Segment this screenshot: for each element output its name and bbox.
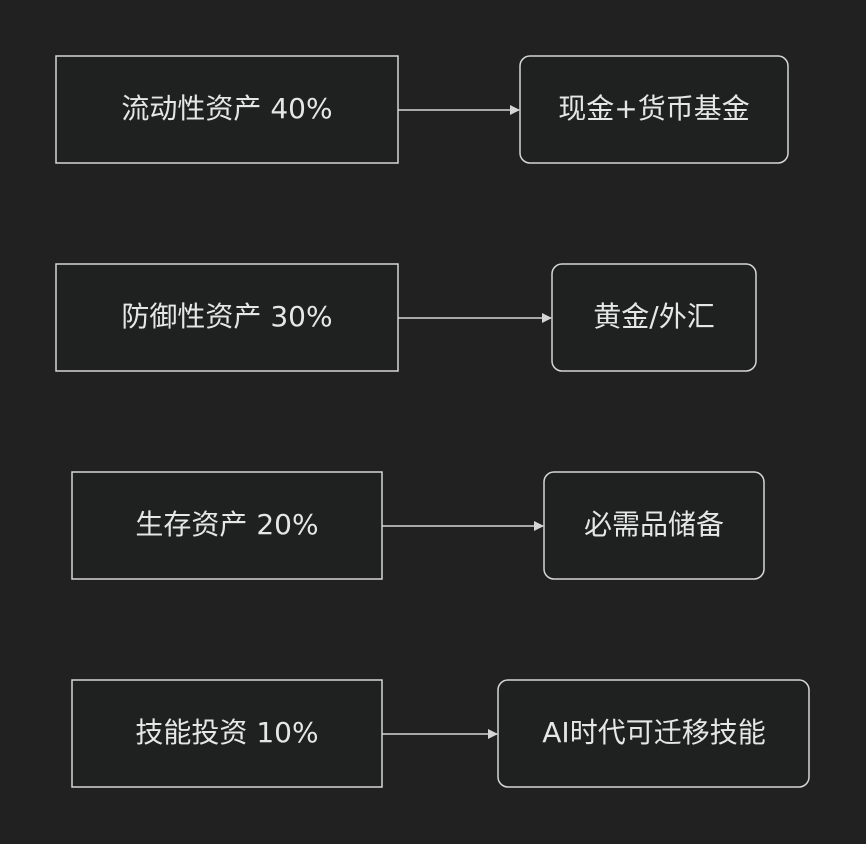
category-label-liquid-assets: 流动性资产 40% [121, 92, 332, 125]
target-label-gold-forex: 黄金/外汇 [593, 300, 714, 333]
category-label-defensive-assets: 防御性资产 30% [121, 300, 332, 333]
target-node-necessities-reserve [543, 471, 765, 580]
row-defensive-assets: 防御性资产 30% 黄金/外汇 [55, 263, 757, 372]
target-label-transferable-skills: AI时代可迁移技能 [542, 716, 765, 749]
target-node-cash-money-fund [519, 55, 789, 164]
target-node-transferable-skills [497, 679, 810, 788]
category-node-skill-investment [71, 679, 383, 788]
category-label-skill-investment: 技能投资 10% [135, 716, 318, 749]
row-survival-assets: 生存资产 20% 必需品储备 [71, 471, 765, 580]
target-node-gold-forex [551, 263, 757, 372]
row-liquid-assets: 流动性资产 40% 现金+货币基金 [55, 55, 789, 164]
target-label-necessities-reserve: 必需品储备 [584, 508, 724, 541]
category-label-survival-assets: 生存资产 20% [135, 508, 318, 541]
category-node-liquid-assets [55, 55, 399, 164]
target-label-cash-money-fund: 现金+货币基金 [558, 92, 749, 125]
row-skill-investment: 技能投资 10% AI时代可迁移技能 [71, 679, 810, 788]
category-node-defensive-assets [55, 263, 399, 372]
category-node-survival-assets [71, 471, 383, 580]
